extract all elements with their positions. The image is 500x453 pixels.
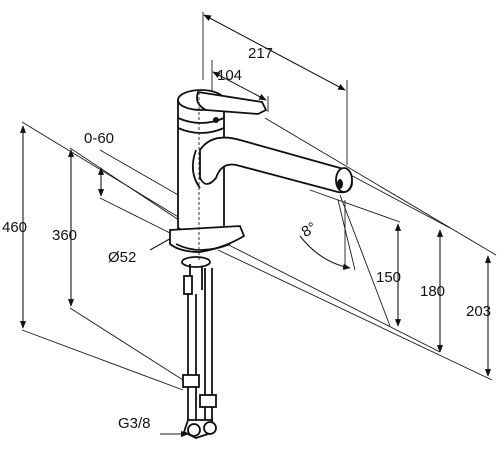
dim-104: 104 [217, 67, 242, 84]
dimension-lines [19, 14, 492, 377]
dim-203: 203 [466, 303, 491, 320]
dim-180: 180 [420, 283, 445, 300]
dim-thread: G3/8 [118, 415, 151, 432]
faucet-body [169, 89, 353, 439]
dim-150: 150 [376, 269, 401, 286]
dim-360: 360 [52, 227, 77, 244]
dim-diameter: Ø52 [108, 249, 136, 266]
dim-217: 217 [248, 45, 273, 62]
extension-lines [21, 12, 497, 391]
dim-0-60: 0-60 [84, 130, 114, 147]
dim-460: 460 [2, 219, 27, 236]
